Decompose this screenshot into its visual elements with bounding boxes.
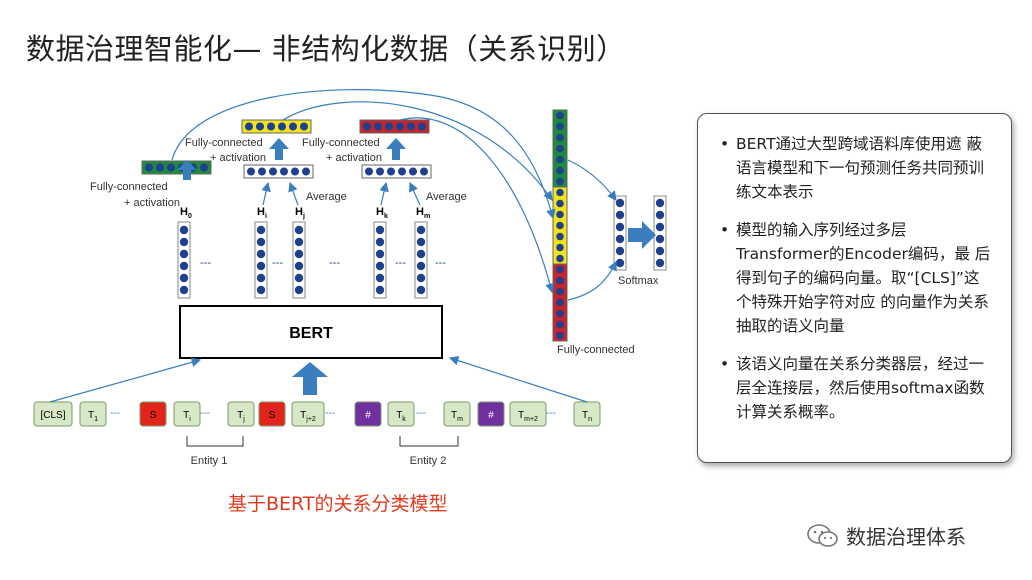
hidden-vector-1	[254, 221, 268, 299]
entity-2-label: Entity 2	[410, 455, 447, 467]
bert-box	[179, 305, 443, 359]
svg-text:Tj: Tj	[237, 410, 245, 423]
average-label-2: Average	[426, 191, 467, 203]
note-item: BERT通过大型跨域语料库使用遮 蔽语言模型和下一句预测任务共同预训练文本表示	[720, 132, 993, 204]
token-2: S	[139, 401, 167, 427]
token-gap: ---	[546, 408, 556, 419]
token-10: #	[477, 401, 505, 427]
svg-text:---: ---	[200, 257, 211, 269]
token-12: Tn	[573, 401, 601, 427]
hidden-vector-4	[414, 221, 428, 299]
svg-text:T1: T1	[88, 410, 98, 423]
token-5: S	[258, 401, 286, 427]
fc-act-label-3b: + activation	[326, 152, 382, 164]
token-0: [CLS]	[33, 401, 73, 427]
note-item: 模型的输入序列经过多层Transformer的Encoder编码，最 后得到句子…	[720, 218, 993, 338]
watermark: 数据治理体系	[806, 521, 966, 550]
token-gap: ---	[325, 408, 335, 419]
token-gap: ---	[416, 408, 426, 419]
svg-text:#: #	[488, 410, 494, 421]
entity1-avg-vector	[243, 164, 314, 179]
h0-label: H0	[180, 206, 192, 220]
hj-label: Hj	[295, 206, 305, 220]
input-tokens: [CLS] T1 S Ti Tj S Tj+2 # Tk Tm # Tm+2 Tn --- --- --- --…	[33, 401, 601, 427]
svg-text:---: ---	[329, 257, 340, 269]
entity2-avg-vector	[361, 164, 432, 179]
svg-text:---: ---	[435, 257, 446, 269]
fc-act-label-2b: + activation	[210, 152, 266, 164]
svg-text:S: S	[269, 410, 276, 421]
fc-act-label-1b: + activation	[124, 197, 180, 209]
watermark-text: 数据治理体系	[846, 525, 966, 549]
entity-1-label: Entity 1	[191, 455, 228, 467]
hk-label: Hk	[376, 206, 388, 220]
token-9: Tm	[443, 401, 471, 427]
hi-label: Hi	[257, 206, 267, 220]
fc-act-label-2a: Fully-connected	[185, 137, 263, 149]
page-title: 数据治理智能化— 非结构化数据（关系识别）	[26, 32, 626, 66]
token-4: Tj	[227, 401, 255, 427]
hidden-vector-2	[292, 221, 306, 299]
token-1: T1	[79, 401, 107, 427]
svg-text:---: ---	[395, 257, 406, 269]
hidden-vectors	[177, 221, 428, 299]
average-label-1: Average	[306, 191, 347, 203]
cls-fc-vector	[141, 160, 212, 175]
token-3: Ti	[173, 401, 201, 427]
diagram-caption: 基于BERT的关系分类模型	[228, 493, 448, 515]
svg-text:Tn: Tn	[582, 410, 592, 423]
token-6: Tj+2	[291, 401, 325, 427]
token-8: Tk	[387, 401, 415, 427]
token-11: Tm+2	[509, 401, 547, 427]
fc-output-vector	[613, 195, 627, 271]
entity2-fc-vector	[359, 119, 430, 134]
notes-panel: BERT通过大型跨域语料库使用遮 蔽语言模型和下一句预测任务共同预训练文本表示 …	[697, 113, 1012, 463]
svg-text:[CLS]: [CLS]	[40, 410, 65, 421]
token-gap: ---	[110, 408, 120, 419]
fully-connected-label: Fully-connected	[557, 344, 635, 356]
entity1-fc-vector	[241, 119, 312, 134]
bert-label: BERT	[289, 325, 333, 342]
svg-text:#: #	[365, 410, 371, 421]
token-gap: ---	[200, 408, 210, 419]
concat-vector	[552, 109, 568, 342]
fc-act-label-1a: Fully-connected	[90, 181, 168, 193]
token-7: #	[354, 401, 382, 427]
softmax-label: Softmax	[618, 275, 659, 287]
hidden-vector-3	[373, 221, 387, 299]
hidden-vector-0	[177, 221, 191, 299]
svg-text:S: S	[150, 410, 157, 421]
svg-text:Tk: Tk	[396, 410, 406, 423]
hm-label: Hm	[416, 206, 430, 220]
note-item: 该语义向量在关系分类器层，经过一层全连接层，然后使用softmax函数计算关系概…	[720, 352, 993, 424]
fc-act-label-3a: Fully-connected	[302, 137, 380, 149]
svg-text:Ti: Ti	[183, 410, 191, 423]
bert-input-arrow	[292, 362, 328, 395]
wechat-icon	[807, 523, 838, 547]
softmax-output-vector	[653, 195, 667, 271]
svg-text:---: ---	[272, 257, 283, 269]
